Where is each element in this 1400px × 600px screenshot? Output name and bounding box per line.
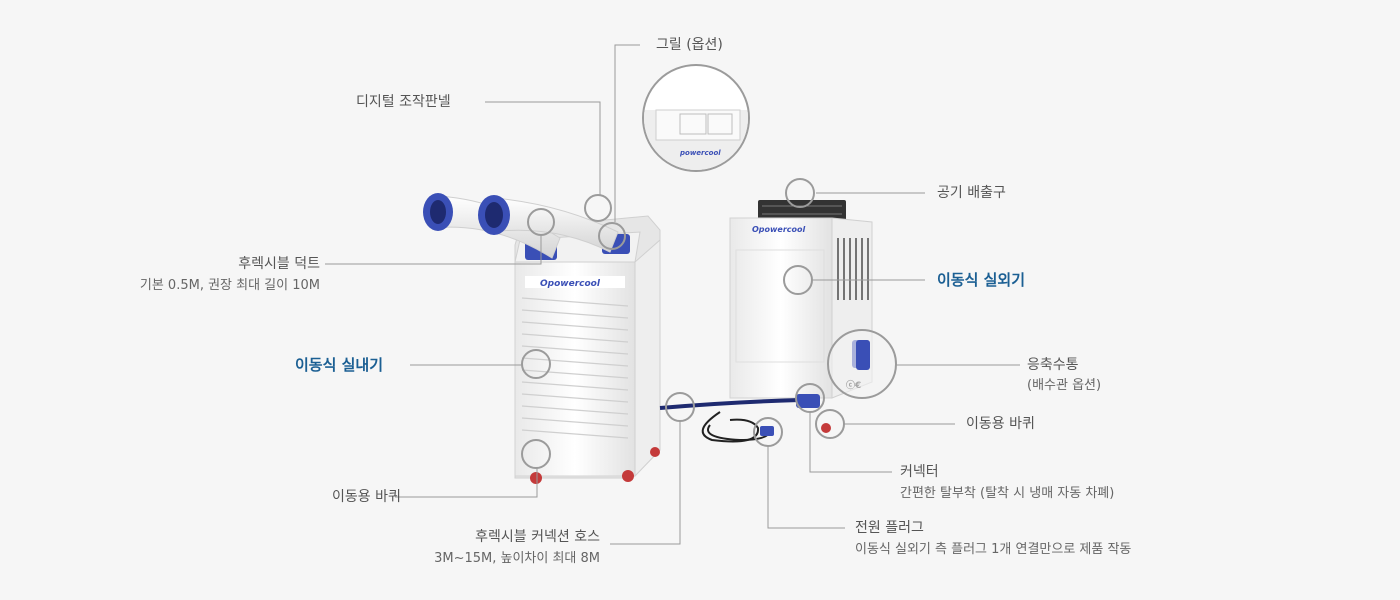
label-exhaust: 공기 배출구 [937, 185, 1006, 201]
label-plug-sub: 이동식 실외기 측 플러그 1개 연결만으로 제품 작동 [855, 542, 1132, 557]
leader-lines [325, 44, 1020, 545]
label-grill: 그릴 (옵션) [656, 37, 723, 53]
outdoor-brand-logo: Opowercool [752, 225, 806, 234]
indoor-brand-logo: Opowercool [540, 279, 601, 289]
label-hose-sub: 3M~15M, 높이차이 최대 8M [434, 551, 600, 566]
outdoor-unit: Opowercool ⓒ€ [729, 200, 873, 433]
label-hose: 후렉시블 커넥션 호스 [475, 529, 600, 545]
label-connector: 커넥터 [900, 464, 939, 480]
label-panel: 디지털 조작판넬 [356, 94, 451, 110]
indoor-louvers [521, 297, 629, 439]
label-wheel-right: 이동용 바퀴 [966, 416, 1035, 432]
label-outdoor-unit: 이동식 실외기 [937, 271, 1026, 289]
grill-zoom: powercool [642, 64, 750, 172]
label-tank-sub: (배수관 옵션) [1027, 378, 1102, 393]
label-indoor-unit: 이동식 실내기 [295, 356, 384, 374]
outdoor-side-vents [837, 238, 869, 300]
tank-zoom [827, 329, 897, 399]
label-duct: 후렉시블 덕트 [238, 256, 320, 272]
label-connector-sub: 간편한 탈부착 (탈착 시 냉매 자동 차폐) [900, 486, 1115, 501]
label-duct-sub: 기본 0.5M, 권장 최대 길이 10M [139, 278, 320, 293]
label-tank: 응축수통 [1027, 357, 1079, 373]
label-wheel-left: 이동용 바퀴 [332, 489, 401, 505]
callout-markers [521, 178, 845, 469]
svg-text:powercool: powercool [679, 149, 721, 157]
label-plug: 전원 플러그 [855, 520, 924, 536]
connection-hose [659, 394, 820, 443]
